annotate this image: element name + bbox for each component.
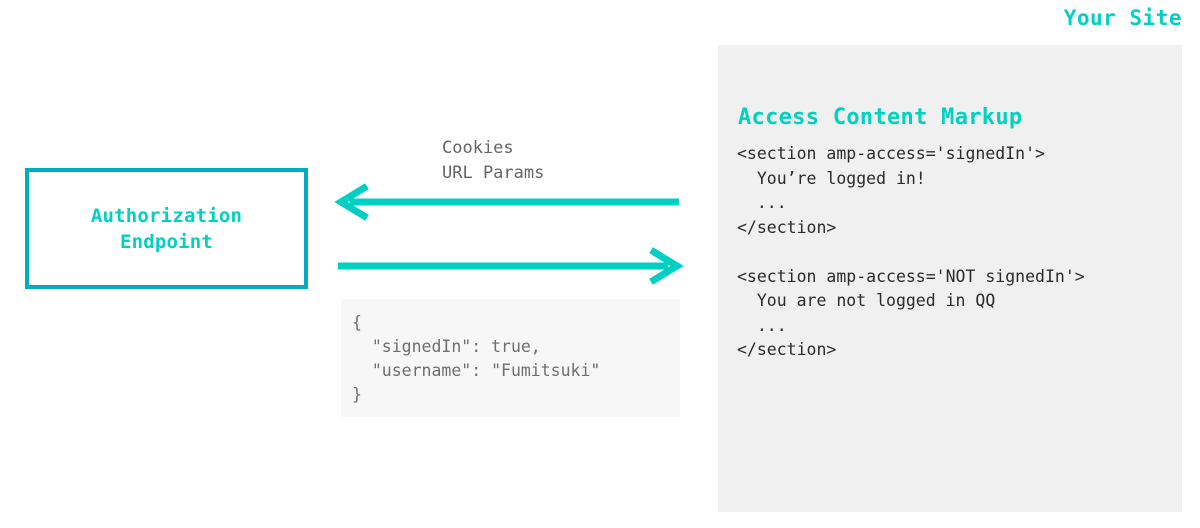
arrow-left-icon bbox=[334, 183, 679, 221]
arrow-right-icon bbox=[338, 247, 684, 285]
authorization-endpoint-label: Authorization Endpoint bbox=[90, 204, 243, 253]
your-site-label: Your Site bbox=[1063, 6, 1182, 30]
access-content-markup-code: <section amp-access='signedIn'> You’re l… bbox=[737, 144, 1085, 359]
authorization-endpoint-box: Authorization Endpoint bbox=[25, 168, 308, 289]
access-content-markup-heading: Access Content Markup bbox=[738, 105, 1023, 130]
your-site-panel: Access Content Markup <section amp-acces… bbox=[718, 45, 1182, 512]
json-response-block: { "signedIn": true, "username": "Fumitsu… bbox=[341, 299, 680, 417]
json-response-code: { "signedIn": true, "username": "Fumitsu… bbox=[352, 313, 601, 404]
request-params-label: Cookies URL Params bbox=[442, 138, 545, 183]
